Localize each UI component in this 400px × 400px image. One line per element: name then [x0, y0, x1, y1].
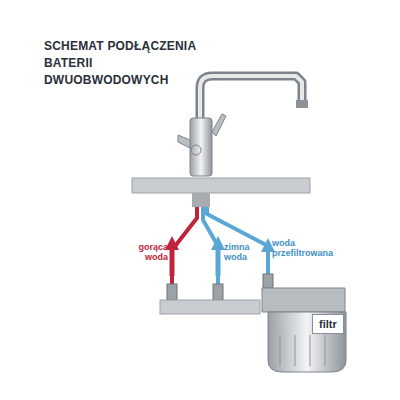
supply-valves: [160, 300, 260, 314]
filtered-water-hose: [207, 207, 268, 288]
cold-fitting: [213, 284, 223, 300]
flow-label: woda przefiltrowana: [272, 238, 352, 258]
lever-handle: [212, 114, 226, 136]
canister-rib: [325, 335, 326, 366]
cold-flow-shaft: [216, 250, 221, 276]
cold-flow-arrow: [211, 236, 225, 250]
diagram-title: SCHEMAT PODŁĄCZENIA BATERII DWUOBWODOWYC…: [44, 38, 214, 89]
filter-fitting: [263, 274, 273, 288]
mounting-stud: [192, 193, 210, 207]
canister-rib: [310, 335, 311, 366]
faucet-body: [190, 118, 212, 176]
aerator: [296, 100, 308, 108]
valve-mark: [191, 145, 201, 155]
filter-canister: [268, 312, 346, 372]
faucet-spout-shine: [200, 76, 302, 150]
hot-fitting: [167, 284, 177, 300]
hot-flow-shaft: [170, 250, 175, 276]
filter-label-box: filtr: [312, 314, 344, 334]
flow-label: zimna woda: [224, 242, 260, 262]
faucet-spout: [200, 76, 302, 150]
filter-head: [262, 288, 345, 312]
canister-rib: [295, 335, 296, 366]
countertop: [132, 178, 310, 193]
node-text: filtr: [319, 318, 337, 330]
flow-label: gorąca woda: [124, 242, 168, 262]
cross-handle: [178, 135, 190, 148]
canister-rib: [280, 335, 281, 366]
